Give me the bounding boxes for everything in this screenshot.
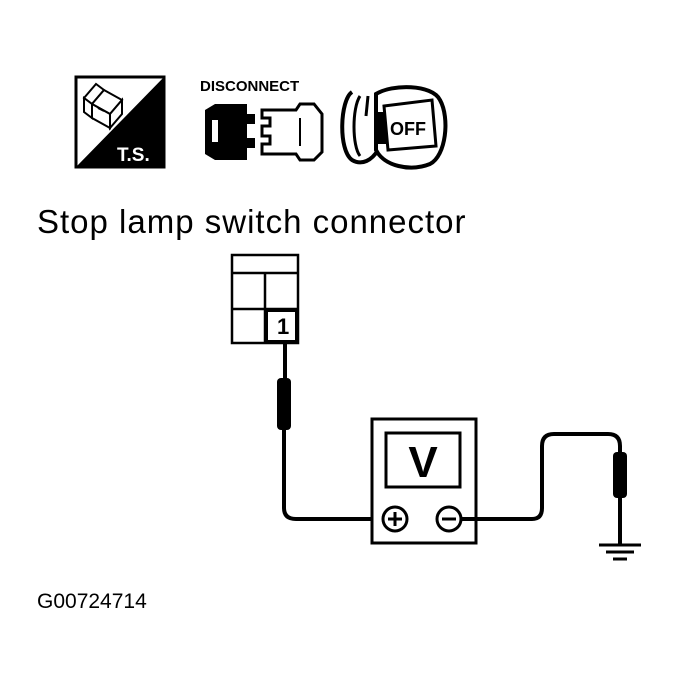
probe-positive [277,378,291,430]
positive-test-lead [277,343,380,521]
off-label: OFF [390,119,426,139]
negative-test-lead [461,432,627,544]
key-cylinder-icon [340,90,380,165]
connector-pin-label: 1 [277,314,289,339]
disconnect-label: DISCONNECT [200,78,299,95]
connector-left-half [205,104,255,160]
trouble-shooting-icon: T.S. [74,75,166,169]
stop-lamp-switch-connector [230,253,300,345]
ground-icon [599,543,641,561]
ignition-off-icon: OFF [340,85,448,170]
parts-box-icon [82,82,124,131]
figure-id: G00724714 [37,590,147,613]
voltmeter: V [370,417,478,545]
disconnect-connector-icon: DISCONNECT [200,78,324,162]
meter-label: V [408,438,438,487]
meter-display [384,431,462,489]
ts-label: T.S. [117,145,150,166]
diagram-title: Stop lamp switch connector [37,203,467,240]
connector-right-half [260,102,324,162]
probe-negative [613,452,627,498]
